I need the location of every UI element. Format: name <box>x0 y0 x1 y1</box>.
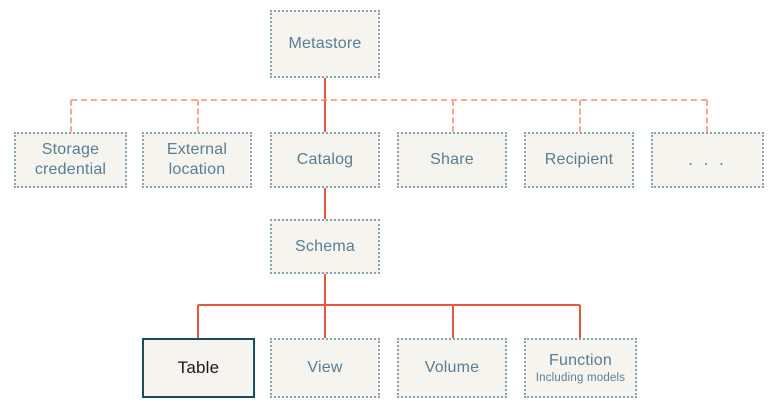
node-table[interactable]: Table <box>142 338 255 398</box>
node-schema[interactable]: Schema <box>270 219 380 274</box>
node-share[interactable]: Share <box>397 132 507 188</box>
node-metastore[interactable]: Metastore <box>270 10 380 78</box>
connector-bus-to-catalog <box>324 100 326 132</box>
node-catalog[interactable]: Catalog <box>270 132 380 188</box>
connector-catalog-to-schema <box>324 188 326 219</box>
node-view[interactable]: View <box>270 338 380 398</box>
connector-bus-to-more <box>706 100 708 132</box>
node-storage-credential[interactable]: Storage credential <box>14 132 127 188</box>
connector-bus-level4 <box>198 304 580 306</box>
connector-schema-to-bus <box>324 274 326 306</box>
connector-metastore-to-bus <box>324 78 326 100</box>
node-more-ellipsis[interactable]: . . . <box>651 132 764 188</box>
node-storage-credential-label: Storage credential <box>34 141 107 178</box>
node-catalog-label: Catalog <box>296 151 354 168</box>
node-external-location[interactable]: External location <box>142 132 252 188</box>
node-volume[interactable]: Volume <box>397 338 507 398</box>
connector-bus-to-view <box>324 305 326 338</box>
connector-bus-to-storage-credential <box>70 100 72 132</box>
node-volume-label: Volume <box>424 359 480 376</box>
node-recipient-label: Recipient <box>544 151 614 168</box>
connector-bus-level2 <box>71 99 707 101</box>
connector-bus-to-share <box>452 100 454 132</box>
connector-bus-to-recipient <box>579 100 581 132</box>
connector-bus-to-function <box>579 305 581 338</box>
node-table-label: Table <box>177 358 220 378</box>
node-schema-label: Schema <box>295 237 355 255</box>
node-recipient[interactable]: Recipient <box>524 132 634 188</box>
node-view-label: View <box>307 359 343 376</box>
node-function[interactable]: Function Including models <box>524 338 637 398</box>
connector-bus-to-table <box>197 305 199 338</box>
node-more-ellipsis-label: . . . <box>688 150 727 170</box>
node-function-sublabel: Including models <box>535 371 626 384</box>
node-function-label: Function <box>549 351 612 369</box>
node-external-location-label: External location <box>166 141 228 178</box>
node-share-label: Share <box>430 151 474 168</box>
connector-bus-to-external-location <box>197 100 199 132</box>
node-metastore-label: Metastore <box>288 35 362 52</box>
connector-bus-to-volume <box>452 305 454 338</box>
